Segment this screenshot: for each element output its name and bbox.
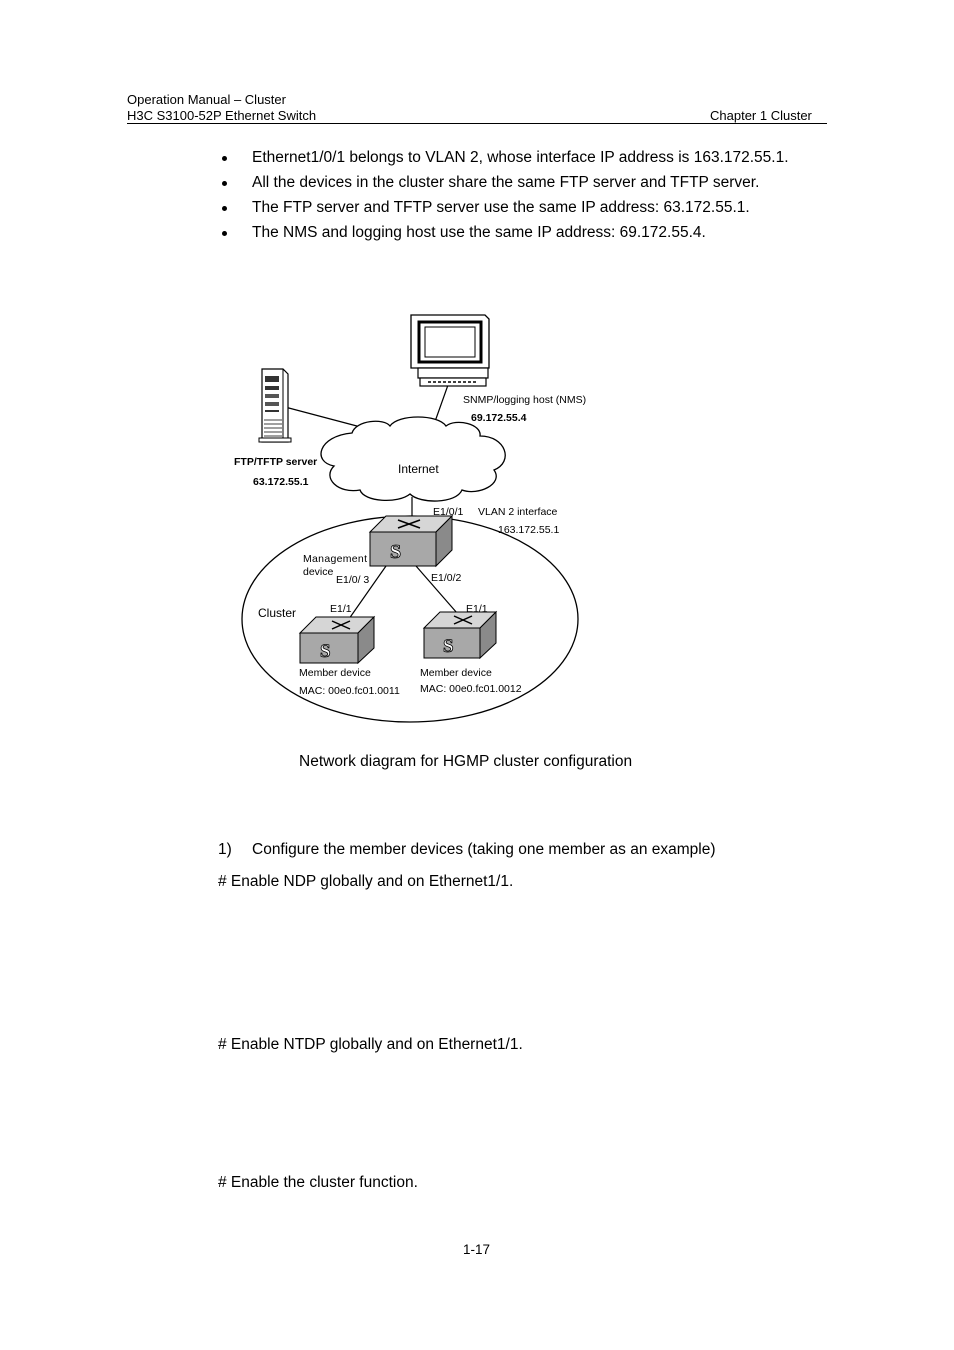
bullet-item: The NMS and logging host use the same IP… xyxy=(218,220,789,245)
bullet-list: Ethernet1/0/1 belongs to VLAN 2, whose i… xyxy=(218,145,789,245)
cluster-label: Cluster xyxy=(258,606,296,620)
member1-mac: MAC: 00e0.fc01.0011 xyxy=(299,685,400,697)
switch-glyph: S xyxy=(320,641,331,662)
nms-ip: 69.172.55.4 xyxy=(471,412,527,424)
switch-glyph: S xyxy=(443,636,454,657)
management-switch-icon: S xyxy=(368,514,454,568)
ftp-server-label: FTP/TFTP server xyxy=(234,456,317,468)
ndp-comment: # Enable NDP globally and on Ethernet1/1… xyxy=(218,873,514,890)
cluster-comment: # Enable the cluster function. xyxy=(218,1174,418,1191)
ftp-server-icon xyxy=(258,368,292,443)
internet-cloud-icon xyxy=(320,416,506,502)
switch-glyph: S xyxy=(390,541,401,563)
doc-title: Operation Manual – Cluster xyxy=(127,92,286,107)
figure-caption: Network diagram for HGMP cluster configu… xyxy=(299,753,633,770)
internet-label: Internet xyxy=(398,462,439,476)
member1-label: Member device xyxy=(299,667,371,679)
header-rule xyxy=(127,123,827,124)
page-number: 1-17 xyxy=(463,1242,491,1257)
step-text: Configure the member devices (taking one… xyxy=(252,841,716,858)
port-left-label: E1/0/ 3 xyxy=(336,574,369,586)
vlan-label: VLAN 2 interface xyxy=(478,506,558,518)
product-name: H3C S3100-52P Ethernet Switch xyxy=(127,108,317,123)
ntdp-comment: # Enable NTDP globally and on Ethernet1/… xyxy=(218,1036,523,1053)
bullet-item: All the devices in the cluster share the… xyxy=(218,170,789,195)
nms-workstation-icon xyxy=(410,314,490,387)
member1-port-label: E1/1 xyxy=(330,603,352,615)
bullet-dot-icon xyxy=(222,156,227,161)
mgmt-label-line1: Management xyxy=(303,553,367,565)
nms-label: SNMP/logging host (NMS) xyxy=(463,394,586,406)
mgmt-label-line2: device xyxy=(303,566,334,578)
member2-port-label: E1/1 xyxy=(466,603,488,615)
bullet-item: Ethernet1/0/1 belongs to VLAN 2, whose i… xyxy=(218,145,789,170)
member-switch-1-icon: S xyxy=(298,615,376,665)
bullet-item: The FTP server and TFTP server use the s… xyxy=(218,195,789,220)
member-switch-2-icon: S xyxy=(422,610,498,660)
bullet-dot-icon xyxy=(222,181,227,186)
link-mgmt-member1 xyxy=(343,565,387,627)
bullet-dot-icon xyxy=(222,231,227,236)
mgmt-port-label: E1/0/1 xyxy=(433,506,464,518)
port-right-label: E1/0/2 xyxy=(431,572,462,584)
bullet-dot-icon xyxy=(222,206,227,211)
member2-mac: MAC: 00e0.fc01.0012 xyxy=(420,683,522,695)
ftp-server-ip: 63.172.55.1 xyxy=(253,476,309,488)
vlan-ip: 163.172.55.1 xyxy=(498,524,559,536)
member2-label: Member device xyxy=(420,667,492,679)
step-number: 1) xyxy=(218,841,232,858)
chapter-title: Chapter 1 Cluster xyxy=(710,108,812,123)
